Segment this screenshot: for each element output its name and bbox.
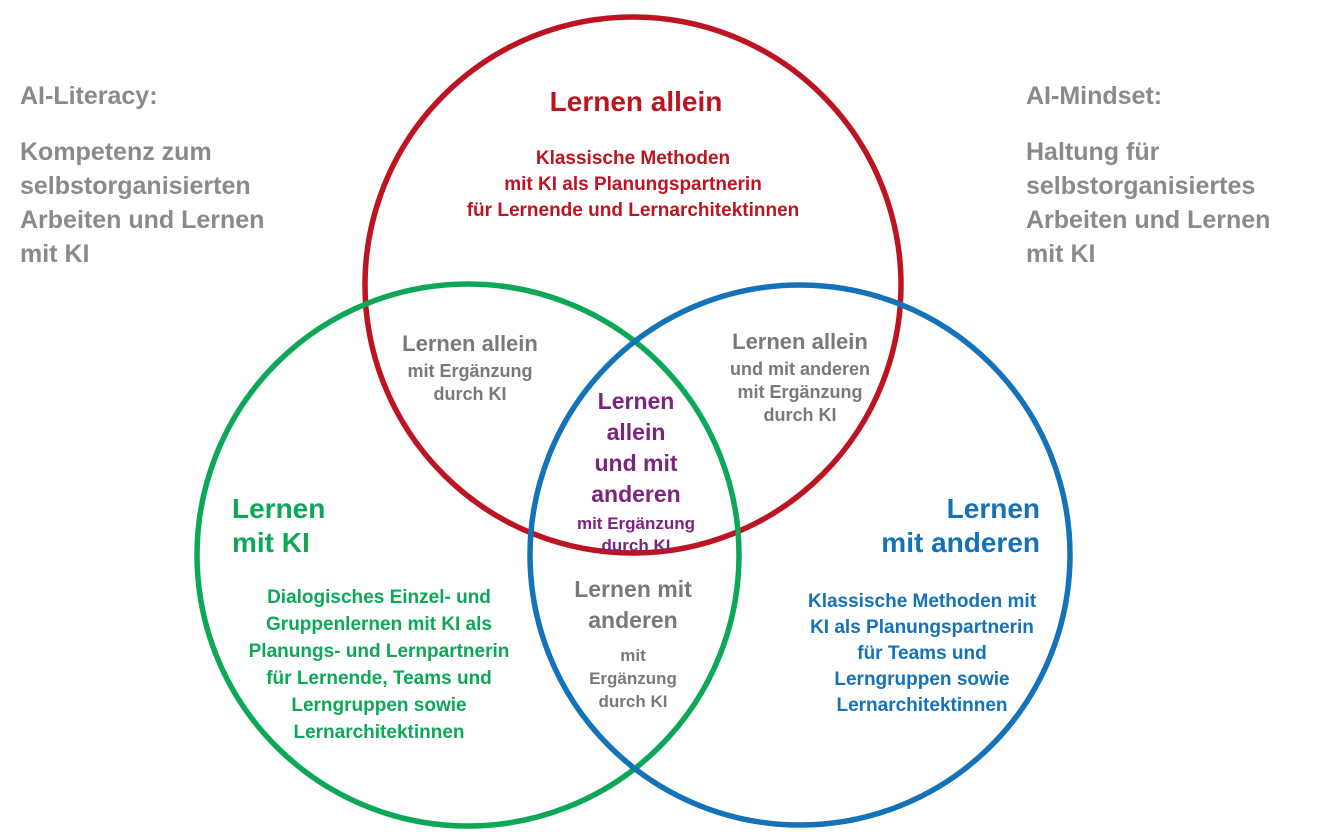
red-circle-description: Klassische Methoden mit KI als Planungsp… xyxy=(466,148,800,221)
green-circle-description: Dialogisches Einzel- und Gruppenlernen m… xyxy=(248,587,510,743)
ai-mindset-note: AI-Mindset: Haltung für selbstorganisier… xyxy=(1026,82,1321,271)
green-circle-outline xyxy=(194,281,742,829)
red-circle-outline xyxy=(362,14,904,556)
intersection-red-green-title: Lernen allein xyxy=(402,331,538,356)
green-circle-title: Lernen mit KI xyxy=(232,493,326,558)
ai-mindset-title: AI-Mindset: xyxy=(1026,82,1163,110)
ai-literacy-title: AI-Literacy: xyxy=(20,82,158,110)
intersection-red-blue-title: Lernen allein xyxy=(732,329,868,354)
blue-circle-description: Klassische Methoden mit KI als Planungsp… xyxy=(807,591,1037,716)
red-circle-title: Lernen allein xyxy=(549,86,723,117)
intersection-center-subtitle: mit Ergänzung durch KI xyxy=(576,514,696,555)
ai-literacy-body: Kompetenz zum selbstorganisierten Arbeit… xyxy=(20,138,265,268)
intersection-red-green-subtitle: mit Ergänzung durch KI xyxy=(407,361,533,404)
intersection-red-green: Lernen allein mit Ergänzung durch KI xyxy=(402,331,538,406)
intersection-green-blue-subtitle: mit Ergänzung durch KI xyxy=(589,646,677,711)
ai-mindset-body: Haltung für selbstorganisiertes Arbeiten… xyxy=(1026,138,1271,268)
intersection-red-blue-subtitle: und mit anderen mit Ergänzung durch KI xyxy=(729,359,871,425)
intersection-red-blue: Lernen allein und mit anderen mit Ergänz… xyxy=(730,329,870,427)
intersection-green-blue: Lernen mit anderen mit Ergänzung durch K… xyxy=(574,574,692,713)
blue-circle-outline xyxy=(527,282,1073,828)
ai-literacy-note: AI-Literacy: Kompetenz zum selbstorganis… xyxy=(20,82,340,271)
intersection-center-title: Lernen allein und mit anderen xyxy=(591,388,681,507)
intersection-green-blue-title: Lernen mit anderen xyxy=(574,576,692,633)
intersection-center: Lernen allein und mit anderen mit Ergänz… xyxy=(577,386,695,557)
blue-circle-title: Lernen mit anderen xyxy=(881,493,1040,558)
